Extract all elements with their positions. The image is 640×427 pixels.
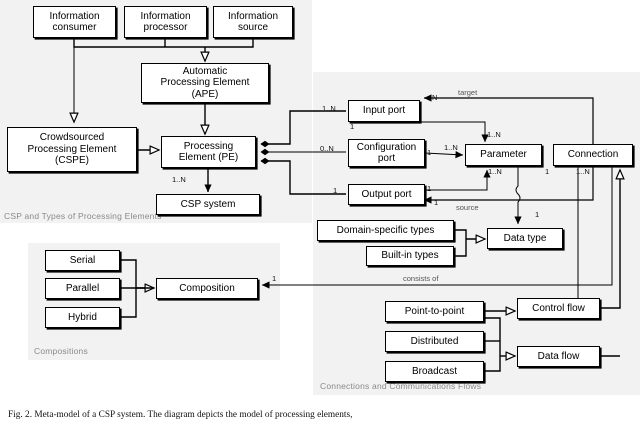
panel-label-compositions: Compositions [34,346,88,356]
node-serial[interactable]: Serial [45,250,120,271]
mult-inputport-pe: 1..N [322,104,336,113]
node-label: Point-to-point [404,305,465,317]
node-csp-system[interactable]: CSP system [156,194,260,215]
node-label: Information consumer [49,10,100,34]
node-label: Broadcast [411,365,458,377]
figure-caption: Fig. 2. Meta-model of a CSP system. The … [8,410,353,420]
node-label: Domain-specific types [336,224,435,236]
node-label: Crowdsourced Processing Element (CSPE) [27,132,117,167]
node-built-in-types[interactable]: Built-in types [366,246,454,266]
node-automatic-processing-element[interactable]: Automatic Processing Element (APE) [141,63,269,103]
node-composition[interactable]: Composition [156,278,258,299]
node-input-port[interactable]: Input port [348,100,420,122]
node-parallel[interactable]: Parallel [45,278,120,299]
node-label: Output port [361,188,412,200]
node-label: Serial [69,254,96,266]
mult-target: N [432,93,438,102]
node-data-type[interactable]: Data type [487,228,563,249]
node-data-flow[interactable]: Data flow [517,346,600,367]
node-label: Parameter [480,149,527,161]
node-processing-element[interactable]: Processing Element (PE) [161,136,256,168]
node-domain-specific-types[interactable]: Domain-specific types [317,220,454,241]
mult-param-from-input: 1..N [487,130,501,139]
node-connection[interactable]: Connection [553,144,633,166]
mult-outputport-pe: 1 [333,186,338,195]
node-information-consumer[interactable]: Information consumer [33,6,116,38]
node-information-processor[interactable]: Information processor [124,6,207,38]
mult-source-outport: 1 [434,198,439,207]
mult-configport-pe: 0..N [320,144,334,153]
node-label: Automatic Processing Element (APE) [160,65,250,100]
node-label: Information source [227,10,279,34]
node-label: Control flow [532,302,585,314]
node-label: Configuration port [356,141,417,165]
node-label: Composition [179,282,235,294]
node-parameter[interactable]: Parameter [465,144,542,166]
node-label: Processing Element (PE) [178,140,239,164]
mult-connection-1n: 1..N [576,167,590,176]
label-consists-of: consists of [403,274,439,283]
mult-configport-param: 1..N [444,143,458,152]
node-label: Parallel [65,282,100,294]
node-configuration-port[interactable]: Configuration port [348,139,425,167]
node-broadcast[interactable]: Broadcast [385,361,484,382]
node-label: Built-in types [381,250,439,262]
node-label: Connection [567,149,619,161]
node-label: Input port [362,105,406,117]
mult-param-datatype: 1 [545,167,550,176]
mult-param-from-output: 1..N [488,167,502,176]
mult-outputport-right: 1 [427,184,432,193]
node-label: CSP system [180,198,236,210]
mult-configport-right: 1 [427,148,432,157]
node-information-source[interactable]: Information source [213,6,293,38]
mult-datatype-end: 1 [535,210,540,219]
mult-inputport-param-1: 1 [350,122,355,131]
mult-composition-consists: 1 [272,274,277,283]
label-target: target [458,88,478,97]
node-point-to-point[interactable]: Point-to-point [385,301,484,322]
mult-pe-cspsystem: 1..N [172,175,186,184]
node-distributed[interactable]: Distributed [385,331,484,352]
node-output-port[interactable]: Output port [348,184,425,205]
node-label: Hybrid [68,311,97,323]
node-hybrid[interactable]: Hybrid [45,307,120,328]
node-label: Distributed [410,335,459,347]
node-label: Data flow [537,350,580,362]
panel-label-csp-types: CSP and Types of Processing Elements [4,211,162,221]
node-label: Data type [503,232,547,244]
panel-label-connections: Connections and Communications Flows [320,381,482,391]
node-label: Information processor [140,10,191,34]
node-control-flow[interactable]: Control flow [517,298,600,319]
label-source: source [456,203,479,212]
node-crowdsourced-processing-element[interactable]: Crowdsourced Processing Element (CSPE) [7,127,137,172]
